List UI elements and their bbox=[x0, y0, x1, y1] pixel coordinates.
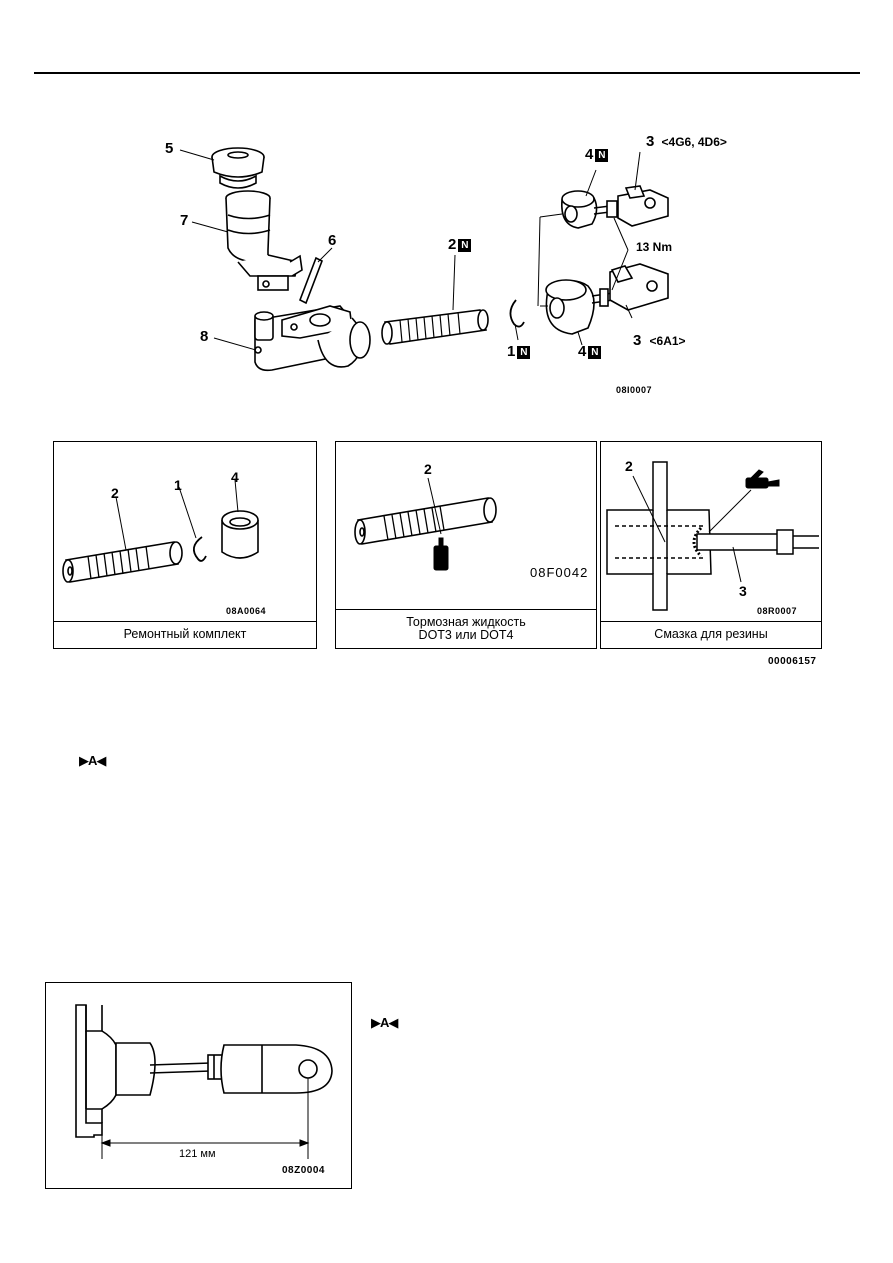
panel1-label-4: 4 bbox=[231, 469, 239, 485]
n-mark-new-part: N bbox=[517, 345, 531, 359]
part-label-5: 5 bbox=[165, 140, 174, 157]
panel-rubber-grease: 2 3 08R0007 Смазка для резины bbox=[600, 441, 822, 649]
panel1-label-2: 2 bbox=[111, 485, 119, 501]
pushrod-length-drawing bbox=[75, 1004, 333, 1159]
header-rule bbox=[34, 72, 860, 74]
pushrod-figure-code: 08Z0004 bbox=[282, 1165, 325, 1176]
panel2-caption: Тормозная жидкость DOT3 или DOT4 bbox=[336, 609, 596, 648]
variant-label-top: <4G6, 4D6> bbox=[661, 135, 727, 149]
part-label-7: 7 bbox=[180, 212, 189, 229]
panel2-code: 08F0042 bbox=[530, 565, 589, 580]
procedure-marker-a: ▶A◀ bbox=[79, 753, 106, 768]
panel2-caption-line2: DOT3 или DOT4 bbox=[418, 628, 514, 642]
procedure-marker-a-detail: ▶A◀ bbox=[371, 1015, 398, 1030]
brake-fluid-drawing bbox=[354, 477, 497, 571]
pushrod-length-figure: 121 мм 08Z0004 bbox=[45, 982, 352, 1189]
n-mark-new-part: N bbox=[595, 148, 609, 162]
panel3-label-3: 3 bbox=[739, 583, 747, 599]
panel-brake-fluid: 2 08F0042 Тормозная жидкость DOT3 или DO… bbox=[335, 441, 597, 649]
part-label-6: 6 bbox=[328, 232, 337, 249]
repair-kit-drawing bbox=[62, 479, 259, 583]
main-figure-drawing bbox=[179, 147, 669, 372]
panel1-caption: Ремонтный комплект bbox=[54, 621, 316, 648]
panel3-code: 08R0007 bbox=[757, 606, 798, 616]
pushrod-dimension: 121 мм bbox=[179, 1148, 216, 1160]
panel1-label-1: 1 bbox=[174, 477, 182, 493]
panel3-caption: Смазка для резины bbox=[601, 621, 821, 648]
rubber-grease-drawing bbox=[606, 461, 819, 611]
part-label-3-top: 3 <4G6, 4D6> bbox=[646, 133, 727, 150]
torque-spec: 13 Nm bbox=[636, 240, 673, 254]
n-mark-new-part: N bbox=[588, 345, 602, 359]
panels-figure-code: 00006157 bbox=[768, 656, 817, 667]
main-figure-code: 08I0007 bbox=[616, 385, 653, 395]
panel2-label-2: 2 bbox=[424, 461, 432, 477]
panel2-caption-line1: Тормозная жидкость bbox=[406, 614, 526, 629]
panel3-label-2: 2 bbox=[625, 458, 633, 474]
variant-label-bottom: <6A1> bbox=[649, 334, 686, 348]
panel1-code: 08A0064 bbox=[226, 606, 267, 616]
n-mark-new-part: N bbox=[458, 238, 472, 252]
panel-repair-kit: 2 1 4 08A0064 Ремонтный комплект bbox=[53, 441, 317, 649]
part-label-8: 8 bbox=[200, 328, 209, 345]
part-label-3-bottom: 3 <6A1> bbox=[633, 332, 686, 349]
